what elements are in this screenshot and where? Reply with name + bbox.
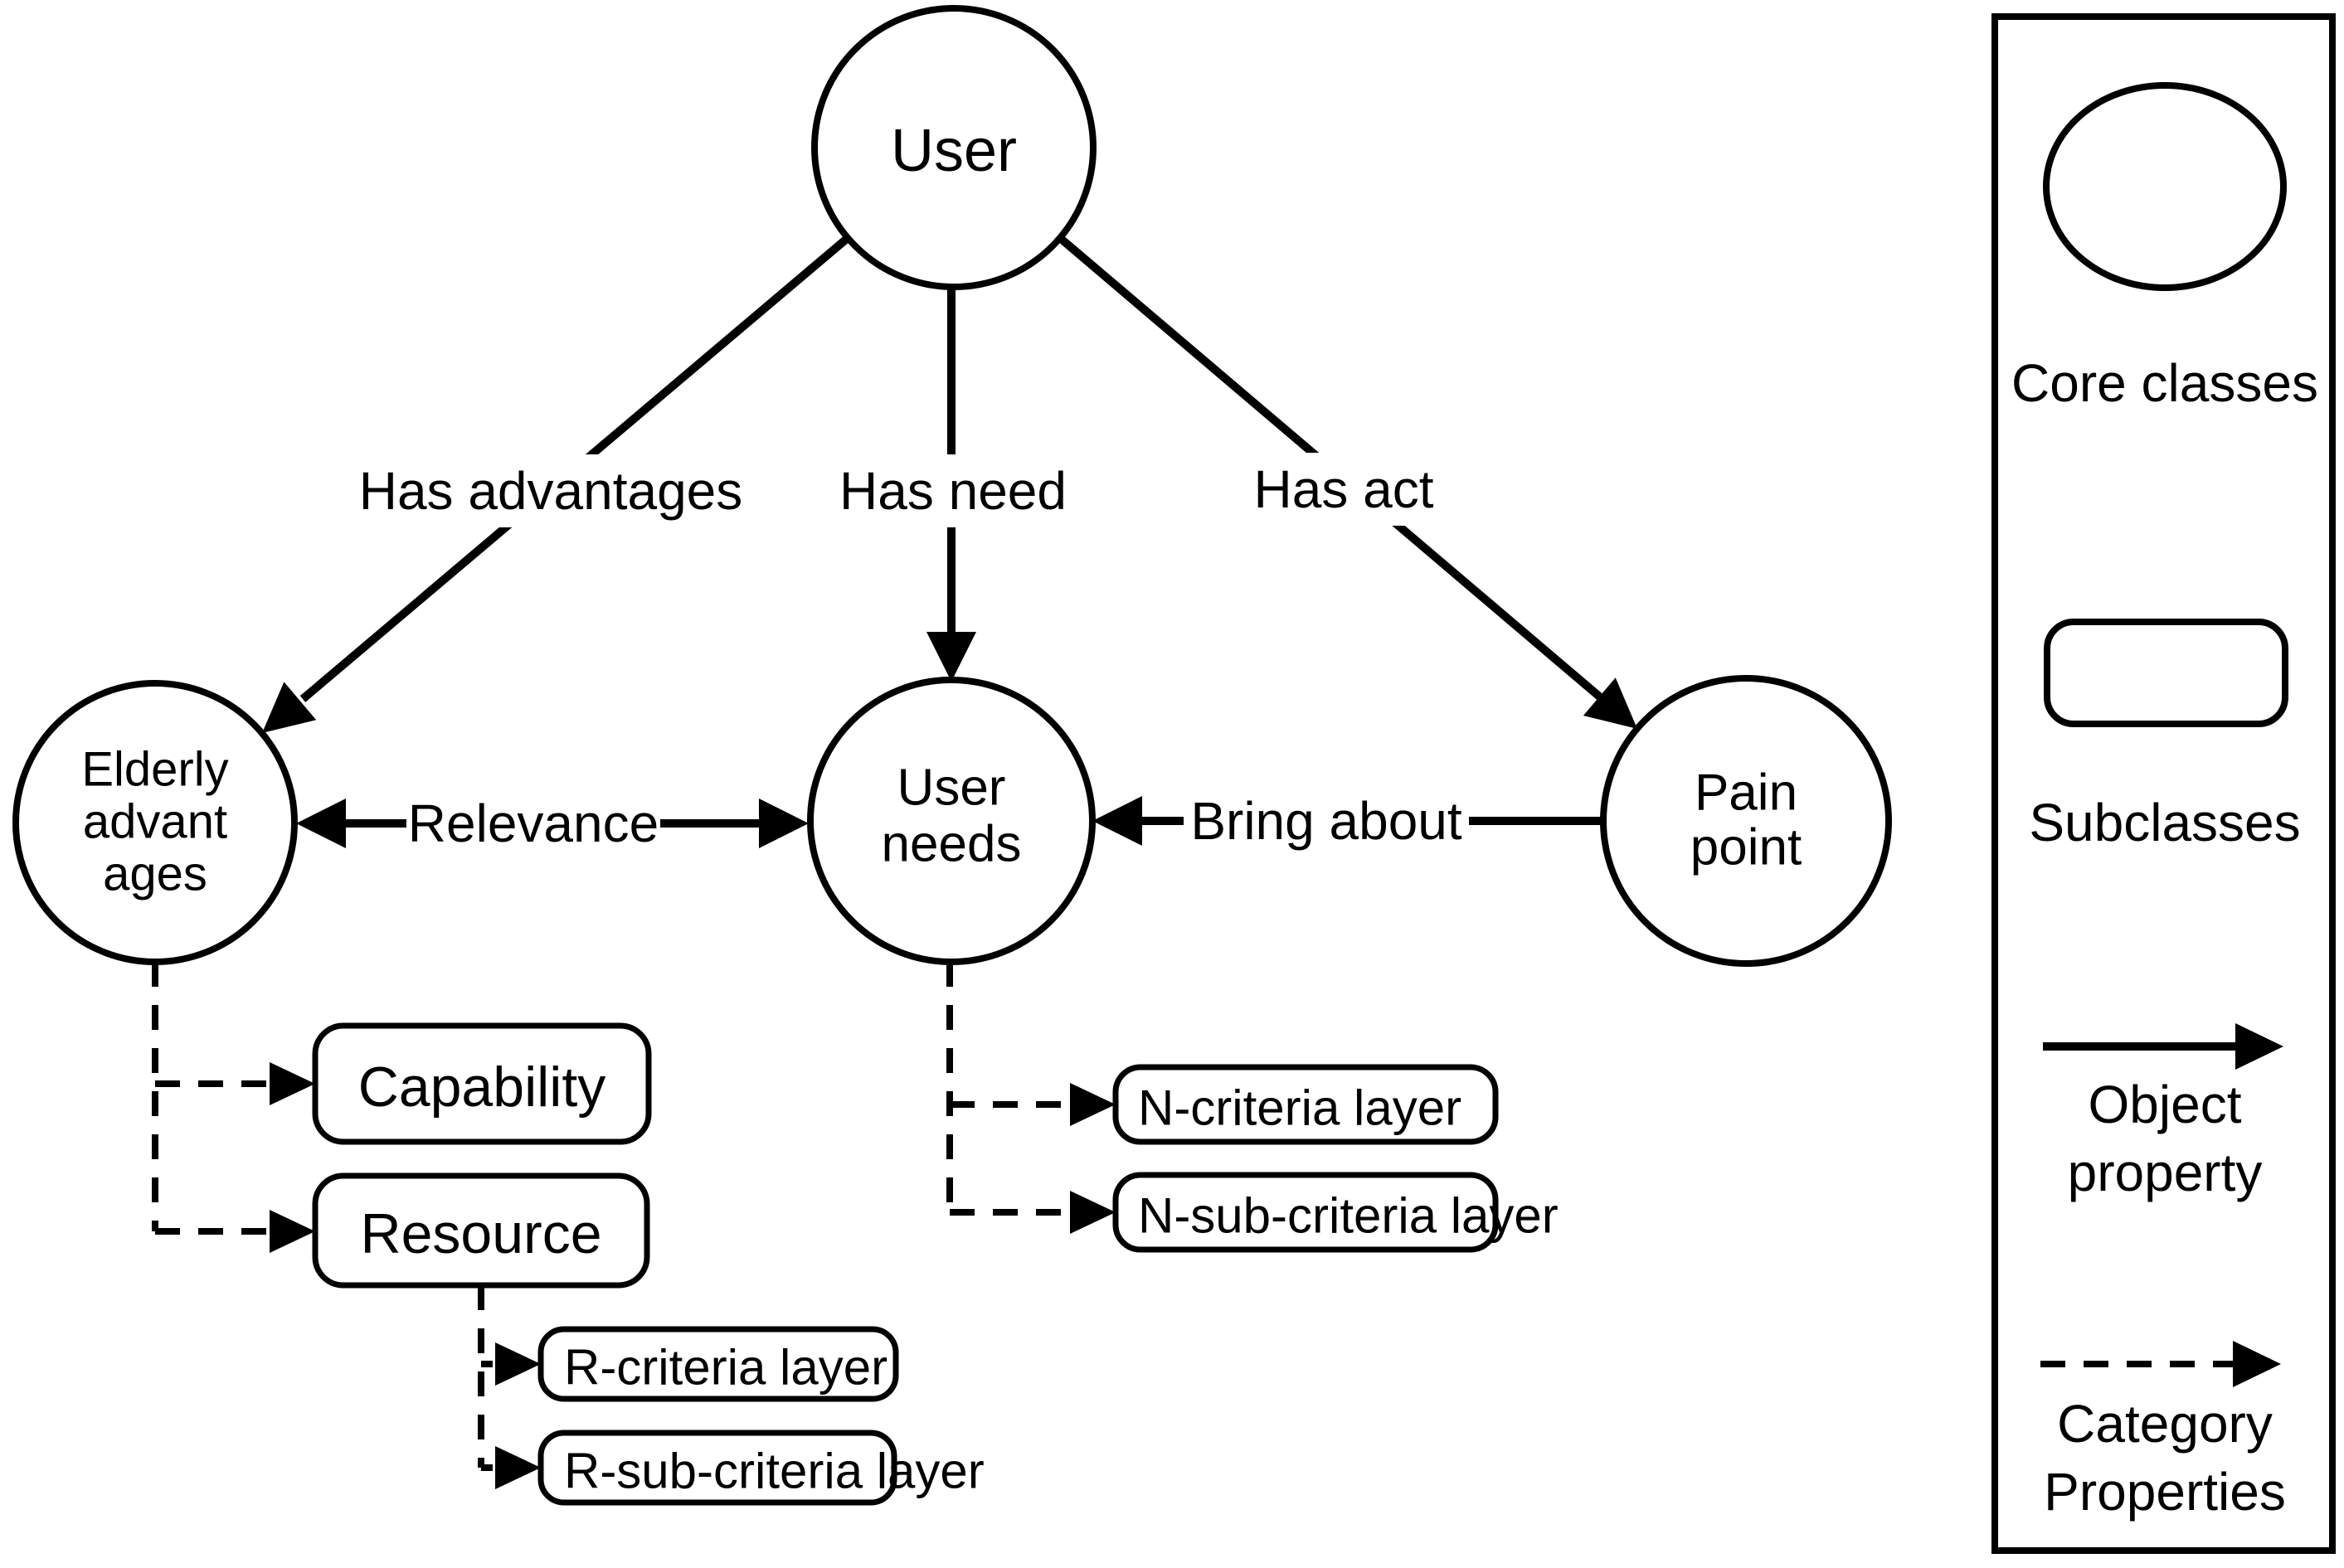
legend-object-property-arrowhead (2235, 1023, 2283, 1070)
arrowhead-into-elderly-advantages (262, 682, 317, 733)
arrowhead-into-r-criteria (495, 1342, 541, 1386)
subclass-boxes: Capability Resource N-criteria layer N-s… (312, 1022, 1559, 1506)
n-sub-criteria-layer-label: N-sub-criteria layer (1138, 1188, 1559, 1244)
r-criteria-layer-label: R-criteria layer (564, 1340, 888, 1396)
legend-core-class-icon (2043, 82, 2287, 291)
legend-category-properties-label-line1: Category (2057, 1394, 2273, 1454)
category-property-connectors (152, 962, 1116, 1489)
n-criteria-layer-box (1112, 1064, 1499, 1145)
elderly-advantages-label-line1: Elderly (81, 743, 228, 797)
pain-point-label-line1: Pain (1695, 765, 1797, 822)
arrowhead-into-resource (270, 1210, 315, 1253)
bring-about-label: Bring about (1190, 791, 1462, 851)
elderly-advantages-label-line3: ages (103, 847, 207, 901)
r-criteria-layer-box (537, 1326, 899, 1402)
relevance-label-bg (406, 787, 660, 860)
arrowhead-relevance-right (759, 799, 809, 848)
user-needs-node (807, 677, 1096, 965)
legend-object-property-label-line2: property (2068, 1143, 2263, 1202)
legend-object-property-label-line1: Object (2089, 1075, 2242, 1134)
arrowhead-into-n-criteria (1070, 1083, 1116, 1126)
edge-labels: Has advantages Has need Has act Relevanc… (359, 453, 1469, 860)
legend-core-classes-label: Core classes (2011, 353, 2318, 413)
resource-label: Resource (360, 1202, 601, 1265)
relevance-label: Relevance (408, 794, 659, 853)
elderly-advantages-label-line2: advant (83, 795, 227, 849)
has-advantages-label-bg (368, 454, 733, 527)
arrowhead-into-r-sub-criteria (495, 1446, 541, 1489)
core-class-nodes: User Elderly advant ages User needs Pain… (12, 5, 1892, 967)
resource-box (312, 1172, 650, 1289)
has-need-label: Has need (839, 461, 1067, 521)
r-sub-criteria-layer-box (537, 1430, 897, 1506)
capability-label: Capability (358, 1056, 606, 1119)
n-criteria-layer-label: N-criteria layer (1138, 1080, 1461, 1136)
legend-category-properties-label-line2: Properties (2044, 1462, 2286, 1522)
arrowhead-into-user-needs-right (1092, 796, 1142, 846)
user-needs-label-line2: needs (882, 816, 1022, 873)
legend: Core classes Subclasses Object property … (1991, 13, 2336, 1554)
pain-point-node (1600, 675, 1892, 967)
pain-point-label-line2: point (1690, 819, 1802, 876)
capability-box (312, 1022, 652, 1145)
elderly-advantages-node (12, 680, 298, 965)
user-node-label: User (891, 118, 1017, 184)
has-act-label-bg (1244, 453, 1443, 526)
arrowhead-into-capability (270, 1062, 315, 1105)
user-needs-label-line1: User (897, 760, 1006, 817)
arrowhead-into-user-needs-top (926, 632, 976, 682)
has-need-label-bg (844, 454, 1062, 527)
arrowhead-into-n-sub-criteria (1070, 1191, 1116, 1234)
bring-about-label-bg (1184, 784, 1469, 857)
user-node (811, 5, 1097, 290)
arrowhead-into-pain-point (1583, 677, 1637, 729)
n-sub-criteria-layer-box (1112, 1172, 1499, 1253)
has-advantages-label: Has advantages (359, 461, 743, 521)
r-sub-criteria-layer-label: R-sub-criteria layer (564, 1444, 985, 1499)
legend-subclasses-label: Subclasses (2029, 793, 2300, 852)
legend-category-properties-arrowhead (2233, 1341, 2281, 1387)
arrowhead-relevance-left (296, 799, 346, 848)
has-act-label: Has act (1254, 459, 1434, 519)
legend-subclass-icon (2044, 619, 2288, 727)
